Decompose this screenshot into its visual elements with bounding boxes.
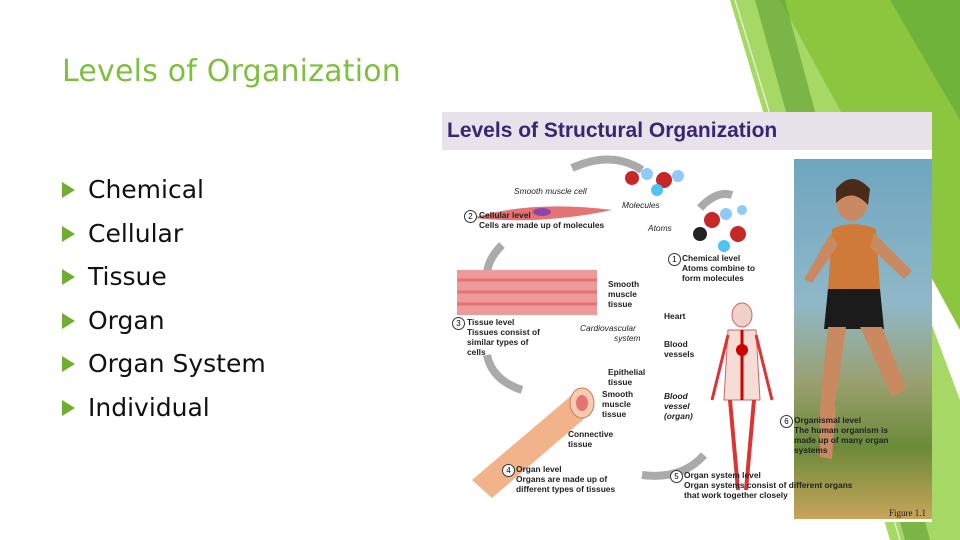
structural-organization-figure: Levels of Structural Organization — [442, 112, 932, 522]
label-tissue-level-title: Tissue level — [467, 317, 515, 327]
bullet-item-chemical: Chemical — [62, 175, 266, 219]
label-heart: Heart — [664, 311, 686, 321]
label-blood-vessels-1: Blood — [664, 339, 688, 349]
label-tissue-level-desc1: Tissues consist of — [467, 327, 540, 337]
number-4-icon: 4 — [502, 464, 515, 477]
label-blood-vessel-organ-1: Blood — [664, 391, 688, 401]
label-organ-system-title: Organ system level — [684, 470, 761, 480]
label-organ-system-desc1: Organ systems consist of different organ… — [684, 480, 853, 490]
number-6-icon: 6 — [780, 415, 793, 428]
label-organ-level-desc2: different types of tissues — [516, 484, 616, 494]
label-cardiovascular-1: Cardiovascular — [580, 323, 636, 333]
diamond-bullet-icon — [62, 312, 75, 329]
bullet-item-organ: Organ — [62, 306, 266, 350]
label-molecules: Molecules — [622, 200, 660, 210]
label-cellular-level-title: Cellular level — [479, 210, 531, 220]
label-smooth-muscle-cell: Smooth muscle cell — [514, 186, 587, 196]
label-smooth-2-1: Smooth — [602, 389, 634, 399]
diamond-bullet-icon — [62, 182, 75, 198]
diamond-bullet-icon — [62, 269, 75, 285]
label-chemical-level-title: Chemical level — [682, 253, 741, 263]
label-organismal-desc1: The human organism is — [794, 425, 889, 435]
label-organ-level-title: Organ level — [516, 464, 562, 474]
bullet-list: Chemical Cellular Tissue Organ Organ Sys… — [62, 175, 266, 436]
label-tissue-level-desc2: similar types of — [467, 337, 529, 347]
bullet-item-cellular: Cellular — [62, 219, 266, 263]
number-1-icon: 1 — [668, 253, 681, 266]
label-organ-system-desc2: that work together closely — [684, 490, 788, 500]
label-epithelial-1: Epithelial — [608, 367, 646, 377]
label-organismal-desc2: made up of many organ — [794, 435, 889, 445]
label-smooth-muscle-tissue-1: Smooth — [608, 279, 640, 289]
runner-photo — [794, 159, 932, 519]
label-smooth-2-3: tissue — [602, 409, 627, 419]
label-connective-2: tissue — [568, 439, 593, 449]
label-blood-vessels-2: vessels — [664, 349, 695, 359]
label-smooth-2-2: muscle — [602, 399, 631, 409]
label-chemical-level-desc2: form molecules — [682, 273, 744, 283]
label-organismal-desc3: systems — [794, 445, 828, 455]
label-blood-vessel-organ-3: (organ) — [664, 411, 693, 421]
diamond-bullet-icon — [62, 399, 75, 416]
label-tissue-level-desc3: cells — [467, 347, 486, 357]
label-chemical-level-desc1: Atoms combine to — [682, 263, 756, 273]
bullet-item-organ-system: Organ System — [62, 349, 266, 393]
figure-credit: Figure 1.1 — [889, 508, 926, 518]
label-cardiovascular-2: system — [614, 333, 641, 343]
bullet-item-individual: Individual — [62, 393, 266, 437]
bullet-item-tissue: Tissue — [62, 262, 266, 306]
label-epithelial-2: tissue — [608, 377, 633, 387]
slide-title: Levels of Organization — [62, 54, 401, 89]
label-cellular-level-desc: Cells are made up of molecules — [479, 220, 605, 230]
number-3-icon: 3 — [452, 317, 465, 330]
label-smooth-muscle-tissue-3: tissue — [608, 299, 633, 309]
number-5-icon: 5 — [670, 470, 683, 483]
label-atoms: Atoms — [648, 223, 672, 233]
number-2-icon: 2 — [464, 210, 477, 223]
label-organ-level-desc1: Organs are made up of — [516, 474, 608, 484]
label-organismal-title: Organismal level — [794, 415, 862, 425]
label-blood-vessel-organ-2: vessel — [664, 401, 690, 411]
diamond-bullet-icon — [62, 225, 75, 242]
figure-title: Levels of Structural Organization — [442, 112, 932, 150]
label-smooth-muscle-tissue-2: muscle — [608, 289, 637, 299]
diamond-bullet-icon — [62, 356, 75, 372]
label-connective-1: Connective — [568, 429, 614, 439]
